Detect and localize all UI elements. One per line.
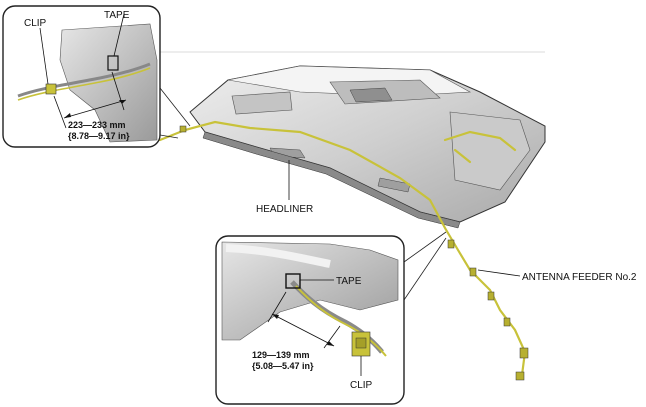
inset-bottom-tape-label: TAPE — [336, 276, 362, 287]
headliner-shape — [189, 65, 546, 229]
antenna-feeder-leader — [477, 269, 521, 277]
inset-bottom-leader-1 — [403, 231, 447, 263]
inset-top-dimension-mm: 223—233 mm — [68, 120, 126, 130]
inset-bottom: TAPE 129—139 mm {5.08—5.47 in} CLIP — [215, 235, 405, 405]
headliner-label: HEADLINER — [256, 204, 313, 215]
inset-top-clip-label: CLIP — [24, 18, 47, 29]
inset-bottom-dimension-in: {5.08—5.47 in} — [252, 361, 314, 371]
inset-bottom-dimension-mm: 129—139 mm — [252, 350, 310, 360]
inset-top-leader-2 — [159, 134, 179, 139]
inset-top: CLIP TAPE 223—233 mm {8.78—9.17 in} — [2, 5, 161, 148]
antenna-feeder-label: ANTENNA FEEDER No.2 — [522, 272, 637, 283]
inset-top-tape-label: TAPE — [104, 10, 130, 21]
inset-top-leader-1 — [159, 87, 191, 127]
harness-connectors — [179, 125, 529, 381]
inset-top-dimension-in: {8.78—9.17 in} — [68, 131, 130, 141]
inset-bottom-clip-label: CLIP — [350, 380, 373, 391]
inset-bottom-leader-2 — [403, 237, 447, 301]
